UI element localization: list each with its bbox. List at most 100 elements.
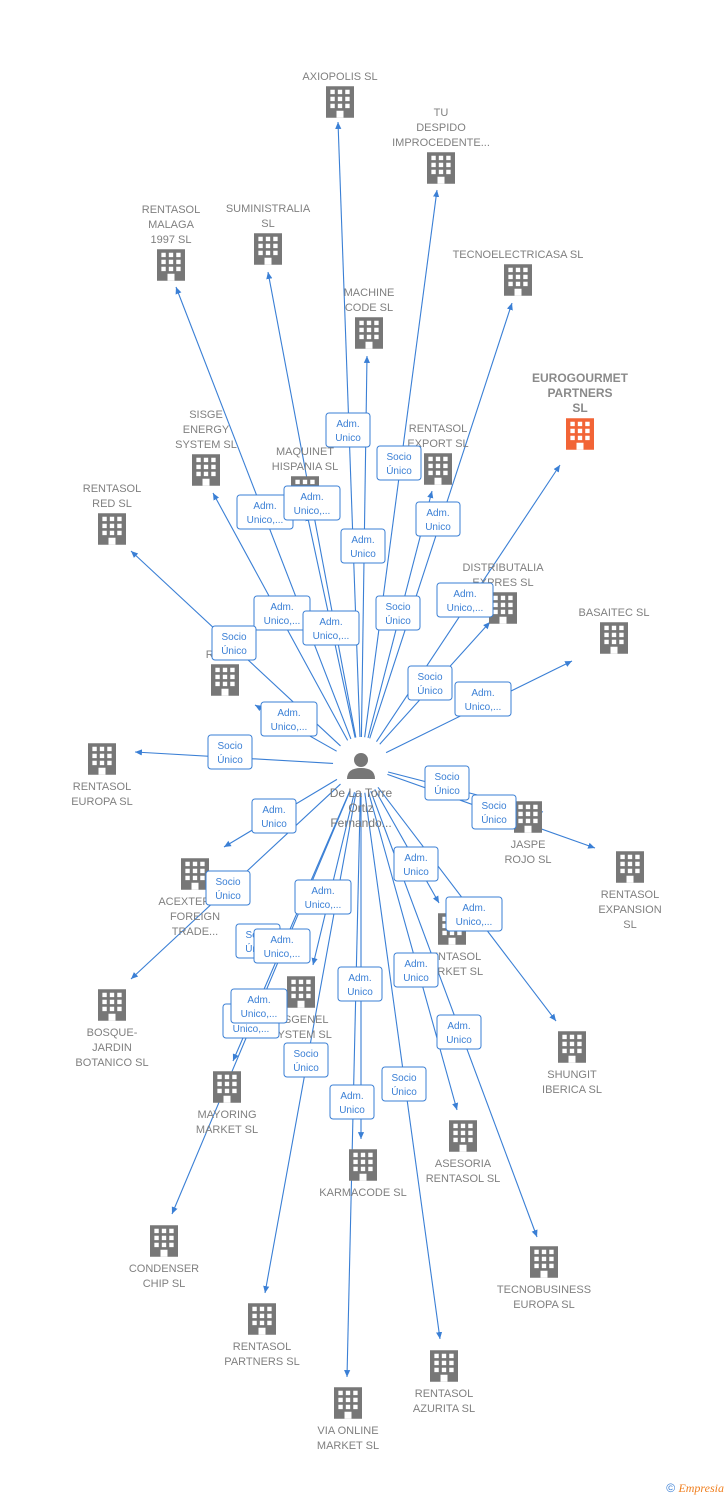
edge-role-label[interactable]: Adm.Unico,... [253, 928, 311, 964]
svg-text:Adm.: Adm. [404, 959, 427, 970]
company-label-tecnoelectricasa: TECNOELECTRICASA SL [453, 249, 584, 261]
building-icon [88, 743, 116, 775]
edge-role-label[interactable]: Adm.Unico,... [260, 701, 318, 737]
edge-role-label[interactable]: Adm.Unico [393, 952, 439, 988]
building-icon [254, 233, 282, 265]
company-label-via-online: MARKET SL [317, 1440, 379, 1452]
company-label-bosque-jardin: JARDIN [92, 1042, 132, 1054]
company-node-tecnoelectricasa[interactable]: TECNOELECTRICASA SL [453, 249, 584, 296]
svg-text:Único: Único [386, 464, 412, 477]
svg-text:Unico: Unico [425, 522, 451, 533]
svg-text:Unico: Unico [350, 549, 376, 560]
svg-text:Socio: Socio [434, 772, 459, 783]
edge-role-label[interactable]: Adm. Unico,... [294, 879, 352, 915]
svg-text:Socio: Socio [293, 1049, 318, 1060]
company-label-bosque-jardin: BOSQUE- [87, 1027, 138, 1039]
svg-text:Adm.: Adm. [340, 1091, 363, 1102]
company-label-rentasol-azurita: RENTASOL [415, 1388, 473, 1400]
svg-text:Único: Único [481, 813, 507, 826]
company-node-rentasol-azurita[interactable]: RENTASOL AZURITA SL [413, 1350, 475, 1415]
company-label-shungit: IBERICA SL [542, 1084, 602, 1096]
edge-role-label[interactable]: Adm.Unico,... [283, 485, 341, 521]
svg-text:Unico: Unico [335, 433, 361, 444]
svg-text:Unico,...: Unico,... [305, 900, 342, 911]
company-label-rentasol-partners: RENTASOL [233, 1341, 291, 1353]
svg-text:Unico,...: Unico,... [447, 603, 484, 614]
edge-role-label[interactable]: Adm.Unico,... [230, 988, 288, 1024]
edge-role-label[interactable]: Adm.Unico [415, 501, 461, 537]
edge-sisgenel [311, 792, 356, 966]
company-node-bosque-jardin[interactable]: BOSQUE- JARDIN BOTANICO SL [75, 989, 149, 1069]
edge-role-label[interactable]: Adm.Unico,... [454, 681, 512, 717]
building-icon [157, 249, 185, 281]
edge-role-label[interactable]: Adm.Unico,... [236, 494, 294, 530]
edge-role-label[interactable]: Adm.Unico,... [445, 896, 503, 932]
company-node-karmacode[interactable]: KARMACODE SL [319, 1149, 407, 1199]
svg-text:Adm.: Adm. [336, 419, 359, 430]
building-icon [430, 1350, 458, 1382]
company-label-bosque-jardin: BOTANICO SL [75, 1057, 148, 1069]
company-label-rentasol-europa: RENTASOL [73, 781, 131, 793]
company-node-basaitec[interactable]: BASAITEC SL [579, 607, 650, 654]
edge-role-label[interactable]: Adm. Unico [325, 412, 371, 448]
company-label-rentasol-red: RED SL [92, 498, 132, 510]
svg-text:Único: Único [385, 614, 411, 627]
edge-role-label[interactable]: Adm.Unico [340, 528, 386, 564]
company-label-tudespido: IMPROCEDENTE... [392, 137, 490, 149]
svg-text:Adm.: Adm. [311, 886, 334, 897]
company-node-axiopolis[interactable]: AXIOPOLIS SL [302, 71, 378, 118]
building-icon [427, 152, 455, 184]
company-node-tudespido[interactable]: TUDESPIDOIMPROCEDENTE... [392, 107, 490, 184]
building-icon [530, 1246, 558, 1278]
company-label-tudespido: TU [434, 107, 449, 119]
edge-role-label[interactable]: Adm.Unico [393, 846, 439, 882]
edge-role-label[interactable]: Adm.Unico [329, 1084, 375, 1120]
building-icon [616, 851, 644, 883]
edge-role-label[interactable]: Adm.Unico,... [302, 610, 360, 646]
company-label-mayoring: MAYORING [197, 1109, 256, 1121]
edge-role-label[interactable]: Adm.Unico [251, 798, 297, 834]
svg-text:Único: Único [293, 1061, 319, 1074]
edge-role-label[interactable]: Adm.Unico [436, 1014, 482, 1050]
edge-role-label[interactable]: Adm.Unico,... [436, 582, 494, 618]
svg-text:Socio: Socio [217, 741, 242, 752]
edge-role-label[interactable]: Adm.Unico [337, 966, 383, 1002]
brand-logo-text: Empresia [678, 1481, 724, 1495]
building-icon [355, 317, 383, 349]
edge-rentasol-azurita [364, 792, 443, 1340]
company-label-eurogourmet: PARTNERS [547, 386, 612, 400]
company-label-rentasol-azurita: AZURITA SL [413, 1403, 475, 1415]
edge-role-label[interactable]: Adm.Unico,... [253, 595, 311, 631]
svg-text:Adm.: Adm. [253, 501, 276, 512]
edge-labels-layer: Adm.UnicoSocioÚnicoAdm.Unico,...Adm.Unic… [205, 412, 517, 1120]
